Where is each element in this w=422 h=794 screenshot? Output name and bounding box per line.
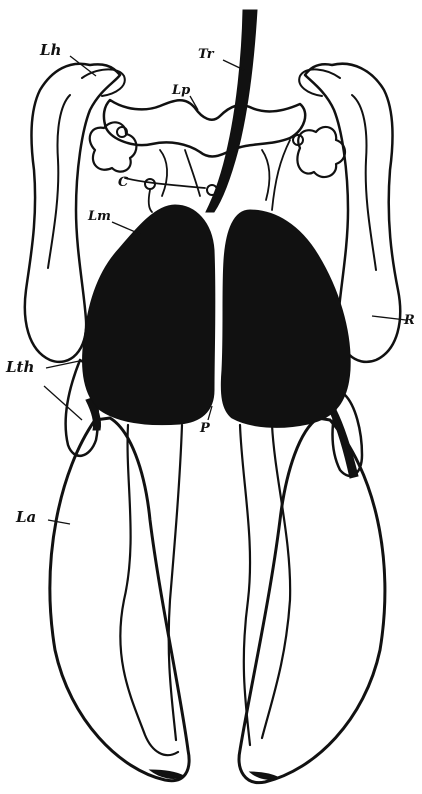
bronchus-line-6 — [149, 190, 152, 212]
label-lp: Lp — [171, 83, 190, 98]
label-lm: Lm — [87, 209, 111, 224]
label-c: C — [118, 175, 129, 190]
right-abdominal-sac — [239, 418, 385, 783]
left-cervical-lobes — [90, 122, 137, 171]
leader-lth-2 — [44, 386, 82, 420]
lungs — [83, 205, 351, 427]
label-p: P — [199, 421, 211, 436]
label-lth: Lth — [5, 358, 34, 376]
left-duct-outer — [120, 425, 178, 755]
leader-lm — [112, 222, 140, 234]
leader-lh — [70, 56, 96, 76]
abdominal-air-sacs — [50, 418, 385, 783]
right-lung — [221, 210, 350, 427]
label-lh: Lh — [39, 41, 61, 59]
right-sac-tip — [250, 772, 280, 779]
left-abdominal-sac — [50, 418, 189, 781]
label-la: La — [15, 508, 36, 526]
left-bronchus-ring — [145, 179, 155, 189]
label-r: R — [403, 313, 415, 328]
leader-la — [48, 520, 70, 524]
inner-ducts — [120, 425, 290, 755]
bronchus-line-2 — [160, 150, 167, 196]
bronchus-line-4 — [262, 150, 269, 200]
label-tr: Tr — [198, 47, 215, 62]
connecting-bronchi — [125, 140, 290, 212]
bronchus-line-5 — [272, 140, 290, 210]
right-thoracic-band — [330, 410, 358, 478]
left-lung — [83, 205, 215, 425]
left-humeral-inner — [48, 95, 70, 268]
interclavicular-sac — [104, 100, 305, 156]
right-humeral-inner — [352, 95, 376, 270]
right-duct-inner — [262, 425, 290, 738]
trachea — [206, 10, 257, 212]
bronchus-line-3 — [185, 150, 200, 196]
right-cervical-lobes — [297, 127, 345, 177]
